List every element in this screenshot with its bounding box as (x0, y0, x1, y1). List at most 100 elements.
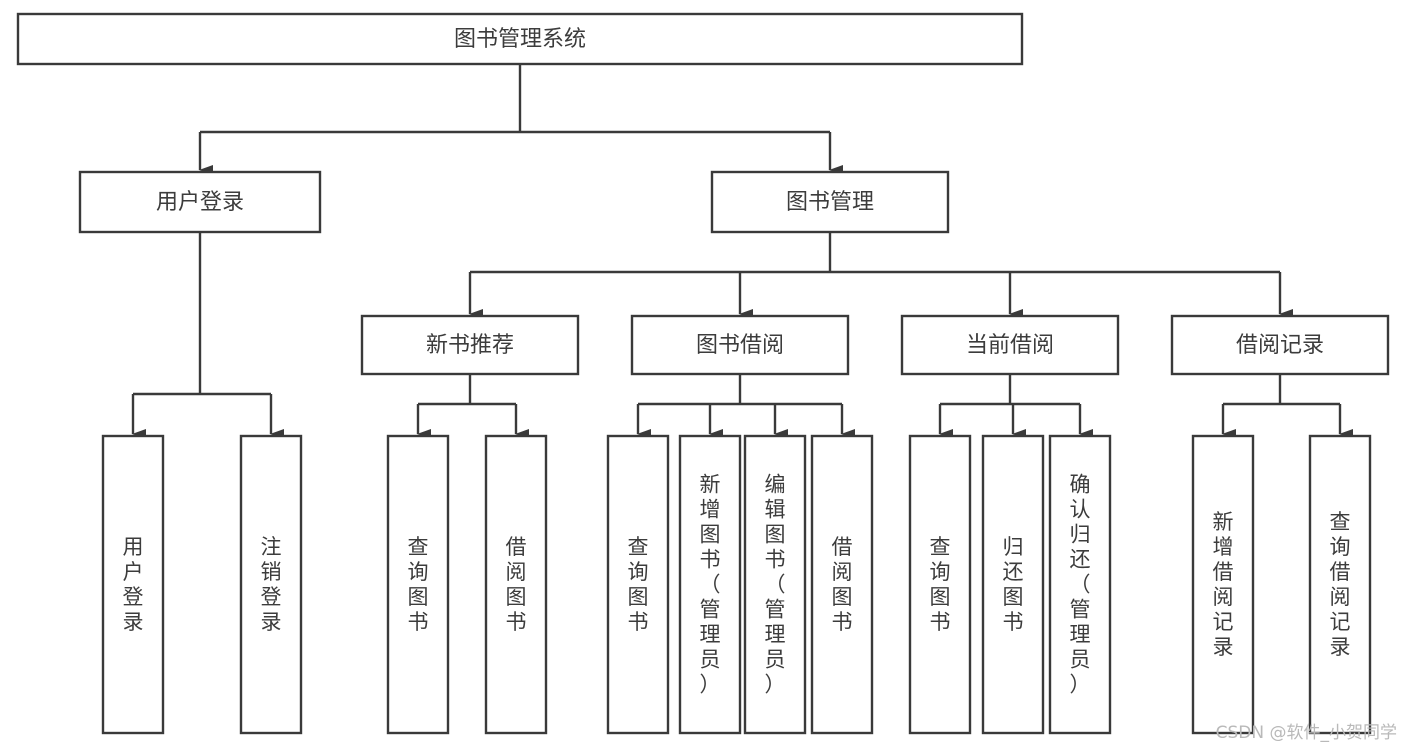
node-level2-0[interactable]: 用户登录 (78, 170, 322, 234)
node-label-char: 增 (1213, 535, 1234, 559)
node-label-char: 辑 (765, 498, 786, 522)
node-label-char: 阅 (506, 560, 527, 584)
node-label-char: 认 (1070, 498, 1091, 522)
node-label-char: 图 (930, 585, 951, 609)
node-layer: 图书管理系统用户登录图书管理新书推荐图书借阅当前借阅借阅记录用户登录注销登录查询… (16, 12, 1390, 735)
node-label-char: 图 (765, 523, 786, 547)
node-level3-3[interactable]: 借阅记录 (1170, 314, 1390, 376)
node-label-char: 书 (506, 610, 527, 634)
node-label-char: 登 (261, 585, 282, 609)
node-label-char: 理 (1070, 623, 1091, 647)
node-label-char: 确 (1070, 473, 1091, 497)
node-label-char: 询 (628, 560, 649, 584)
node-label: 图书管理系统 (454, 27, 586, 52)
node-label-char: 录 (261, 610, 282, 634)
node-label-char: 阅 (1213, 585, 1234, 609)
node-box (484, 434, 548, 735)
node-label-char: 书 (765, 548, 786, 572)
node-label-char: 图 (628, 585, 649, 609)
node-label-char: 归 (1003, 535, 1024, 559)
node-box (810, 434, 874, 735)
node-label-char: 管 (1070, 598, 1091, 622)
node-label-char: ） (700, 673, 721, 697)
node-label-char: 编 (765, 473, 786, 497)
node-box (1191, 434, 1255, 735)
node-box (1170, 314, 1390, 376)
node-label-char: 销 (261, 560, 282, 584)
node-box (239, 434, 303, 735)
node-box (386, 434, 450, 735)
node-label-char: ） (765, 673, 786, 697)
node-label-char: 还 (1003, 560, 1024, 584)
node-label-char: 查 (408, 535, 429, 559)
node-label: 用户登录 (156, 190, 244, 215)
node-box (1308, 434, 1372, 735)
node-label-char: 图 (408, 585, 429, 609)
node-box (606, 434, 670, 735)
node-label-char: 借 (1330, 560, 1351, 584)
watermark-text: CSDN @软件_小贺同学 (1215, 723, 1397, 743)
node-box (678, 434, 742, 735)
node-label-char: 录 (1330, 635, 1351, 659)
node-label-char: 员 (700, 648, 721, 672)
node-label-char: （ (765, 573, 786, 597)
node-label-char: 新 (700, 473, 721, 497)
node-label-char: 记 (1330, 610, 1351, 634)
node-label-char: （ (700, 573, 721, 597)
node-label-char: 户 (123, 560, 144, 584)
node-label-char: （ (1070, 573, 1091, 597)
node-label-char: 增 (700, 498, 721, 522)
node-label-char: 员 (1070, 648, 1091, 672)
node-label-char: 询 (408, 560, 429, 584)
node-label-char: 图 (832, 585, 853, 609)
node-box (630, 314, 850, 376)
node-label-char: 用 (123, 535, 144, 559)
node-label: 图书管理 (786, 190, 874, 215)
node-label-char: 员 (765, 648, 786, 672)
node-label-char: 书 (700, 548, 721, 572)
node-level3-0[interactable]: 新书推荐 (360, 314, 580, 376)
node-box (101, 434, 165, 735)
node-label-char: 归 (1070, 523, 1091, 547)
node-label-char: 记 (1213, 610, 1234, 634)
node-label-char: 注 (261, 535, 282, 559)
node-label-char: 查 (628, 535, 649, 559)
node-label-char: 阅 (832, 560, 853, 584)
node-label-char: 登 (123, 585, 144, 609)
node-box (743, 434, 807, 735)
node-root-0[interactable]: 图书管理系统 (16, 12, 1024, 66)
node-label-char: ） (1070, 673, 1091, 697)
node-label-char: 询 (930, 560, 951, 584)
node-leaf-0[interactable]: 用户登录 (101, 434, 165, 735)
node-label-char: 还 (1070, 548, 1091, 572)
node-label-char: 书 (408, 610, 429, 634)
node-label-char: 新 (1213, 510, 1234, 534)
node-label-char: 书 (832, 610, 853, 634)
node-label-char: 管 (765, 598, 786, 622)
node-label-char: 录 (1213, 635, 1234, 659)
node-box (981, 434, 1045, 735)
node-box (710, 170, 950, 234)
node-box (360, 314, 580, 376)
node-level3-1[interactable]: 图书借阅 (630, 314, 850, 376)
node-label: 新书推荐 (426, 333, 514, 358)
node-level2-1[interactable]: 图书管理 (710, 170, 950, 234)
node-label-char: 借 (1213, 560, 1234, 584)
node-label-char: 书 (1003, 610, 1024, 634)
node-level3-2[interactable]: 当前借阅 (900, 314, 1120, 376)
node-label-char: 录 (123, 610, 144, 634)
node-label-char: 书 (628, 610, 649, 634)
